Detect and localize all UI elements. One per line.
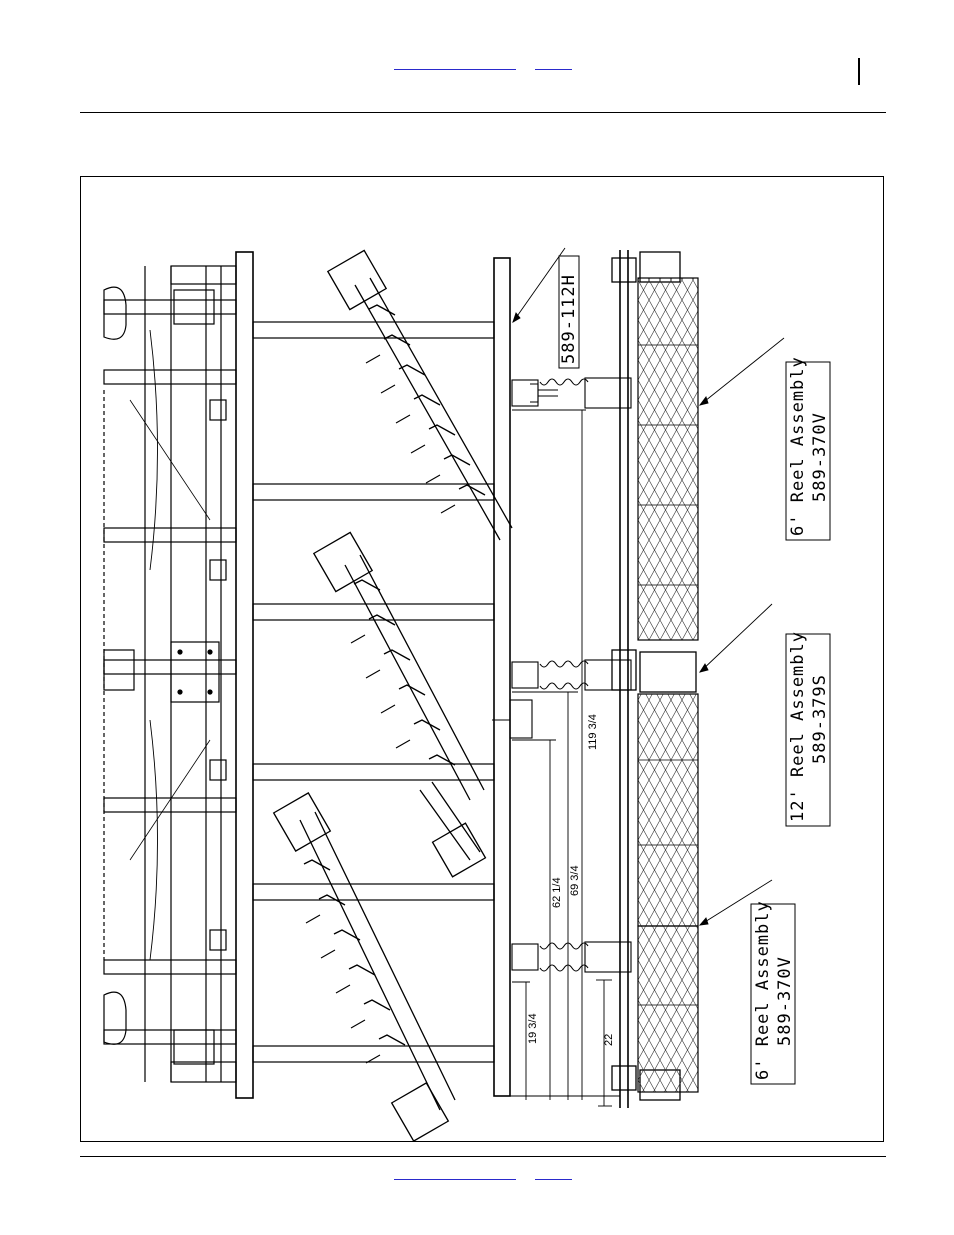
callout-reel-left-title: 6' Reel Assembly	[753, 900, 773, 1080]
reel-assembly-left	[638, 926, 698, 1092]
footer-link-section[interactable]	[394, 1167, 516, 1180]
reel-assembly-right	[638, 278, 698, 640]
callout-reel-right-title: 6' Reel Assembly	[788, 356, 808, 536]
main-frame	[104, 252, 253, 1098]
dimension-119-3-4: 119 3/4	[587, 714, 599, 750]
callout-reel-center-part: 589-379S	[810, 674, 830, 764]
dimension-62-1-4: 62 1/4	[551, 877, 563, 908]
callout-reel-left-part: 589-370V	[775, 956, 795, 1046]
shank-bays	[253, 258, 510, 1096]
callout-bar-part: 589-112H	[559, 274, 579, 364]
dimension-lines	[510, 410, 620, 1106]
callout-reel-right-part: 589-370V	[810, 412, 830, 502]
rotary-gangs	[274, 250, 512, 1141]
footer-links	[0, 1167, 954, 1181]
footer-link-page[interactable]	[535, 1167, 572, 1180]
dimension-19-3-4: 19 3/4	[527, 1013, 539, 1044]
dimension-69-3-4: 69 3/4	[569, 865, 581, 896]
dimension-22: 22	[603, 1034, 615, 1046]
callout-reel-center-title: 12' Reel Assembly	[788, 631, 808, 822]
reel-assembly-center	[638, 694, 698, 926]
footer-rule	[80, 1156, 886, 1157]
